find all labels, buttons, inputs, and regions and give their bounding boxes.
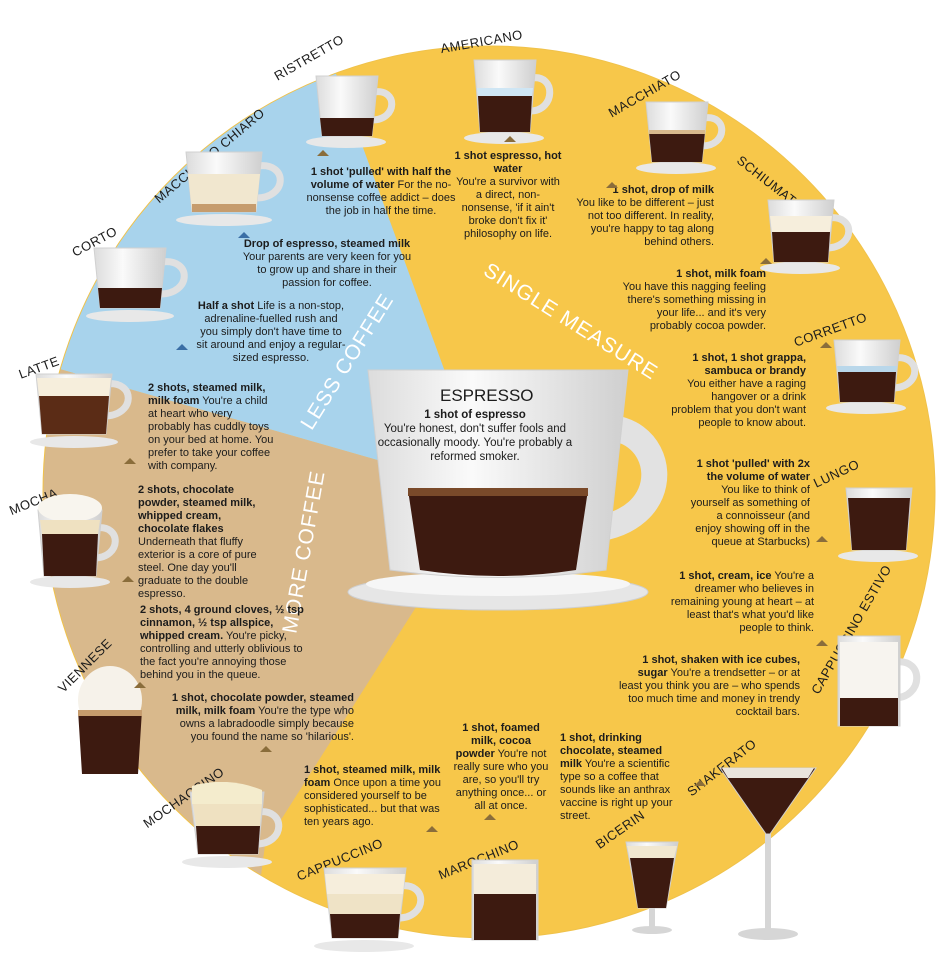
text-mochaccino: You're the type who owns a labradoodle s… <box>179 705 354 743</box>
recipe-macchiato: 1 shot, drop of milk <box>612 184 714 196</box>
americano-cup <box>464 59 554 144</box>
text-lungo: You like to think of yourself as somethi… <box>690 484 810 548</box>
recipe-ristretto: 1 shot 'pulled' with half the volume of … <box>310 166 452 191</box>
recipe-shakerato: 1 shot, shaken with ice cubes, sugar <box>637 654 800 679</box>
text-schiumato: You have this nagging feeling there's so… <box>622 281 766 332</box>
text-viennese: You're picky, controlling and utterly ob… <box>140 630 303 681</box>
recipe-corto: Half a shot <box>197 300 255 312</box>
recipe-lungo: 1 shot 'pulled' with 2x the volume of wa… <box>696 458 810 483</box>
marochino-glass <box>471 859 539 941</box>
desc-marochino: 1 shot, foamed milk, cocoa powder You're… <box>452 722 550 813</box>
mochaccino-cup <box>182 782 283 868</box>
text-mocha: Underneath that fluffy exterior is a cor… <box>138 536 257 600</box>
desc-latte: 2 shots, steamed milk, milk foam You're … <box>148 382 276 473</box>
text-corretto: You either have a raging hangover or a d… <box>671 378 806 429</box>
recipe-corretto: 1 shot, 1 shot grappa, sambuca or brandy <box>692 352 806 377</box>
latte-cup <box>30 373 132 448</box>
schiumato-cup <box>760 199 853 274</box>
desc-viennese: 2 shots, 4 ground cloves, ½ tsp cinnamon… <box>140 604 306 682</box>
viennese-glass <box>78 666 142 774</box>
desc-bicerin: 1 shot, drinking chocolate, steamed milk… <box>560 732 684 823</box>
recipe-cappuccino-estivo: 1 shot, cream, ice <box>679 570 772 582</box>
desc-cappuccino-estivo: 1 shot, cream, ice You're a dreamer who … <box>664 570 814 635</box>
desc-corto: Half a shot Life is a non-stop, adrenali… <box>196 300 346 365</box>
espresso-cup-illustration <box>347 369 668 611</box>
desc-mocha: 2 shots, chocolate powder, steamed milk,… <box>138 484 274 601</box>
recipe-cappuccino: 1 shot, steamed milk, milk foam <box>304 764 441 789</box>
recipe-americano: 1 shot espresso, hot water <box>454 150 562 175</box>
text-ristretto: For the no-nonsense coffee addict – does… <box>306 179 456 217</box>
cappuccino-cup <box>314 867 425 952</box>
recipe-viennese: 2 shots, 4 ground cloves, ½ tsp cinnamon… <box>140 604 304 642</box>
text-marochino: You're not really sure who you are, so y… <box>453 748 549 812</box>
text-macchiato: You like to be different – just not too … <box>576 197 714 248</box>
text-bicerin: You're a scientific type so a coffee tha… <box>560 758 673 822</box>
recipe-mocha: 2 shots, chocolate powder, steamed milk,… <box>138 484 256 535</box>
shakerato-glass <box>719 767 817 940</box>
macchiato-cup <box>636 101 726 174</box>
recipe-mochaccino: 1 shot, chocolate powder, steamed milk, … <box>171 692 354 717</box>
recipe-schiumato: 1 shot, milk foam <box>676 268 766 280</box>
text-cappuccino: Once upon a time you considered yourself… <box>304 777 441 828</box>
desc-shakerato: 1 shot, shaken with ice cubes, sugar You… <box>612 654 800 719</box>
recipe-marochino: 1 shot, foamed milk, cocoa powder <box>455 722 540 760</box>
text-latte: You're a child at heart who very probabl… <box>148 395 274 472</box>
lungo-cup <box>838 487 918 562</box>
text-cappuccino-estivo: You're a dreamer who believes in remaini… <box>670 570 814 634</box>
text-shakerato: You're a trendsetter – or at least you t… <box>618 667 800 718</box>
desc-ristretto: 1 shot 'pulled' with half the volume of … <box>306 166 456 218</box>
text-macchiato-chiaro: Your parents are very keen for you to gr… <box>242 251 412 289</box>
corto-cup <box>86 247 188 322</box>
desc-cappuccino: 1 shot, steamed milk, milk foam Once upo… <box>304 764 454 829</box>
corretto-cup <box>826 339 919 414</box>
text-americano: You're a survivor with a direct, non-non… <box>456 176 560 240</box>
ristretto-cup <box>306 75 396 148</box>
espresso-description: 1 shot of espresso You're honest, don't … <box>375 408 575 464</box>
espresso-desc: You're honest, don't suffer fools and oc… <box>377 423 573 463</box>
desc-mochaccino: 1 shot, chocolate powder, steamed milk, … <box>168 692 354 744</box>
bicerin-glass <box>625 841 679 934</box>
espresso-title: ESPRESSO <box>440 386 534 405</box>
recipe-bicerin: 1 shot, drinking chocolate, steamed milk <box>560 732 663 770</box>
cappuccino-estivo-glass <box>837 635 921 727</box>
text-corto: Life is a non-stop, adrenaline-fuelled r… <box>196 300 346 364</box>
desc-lungo: 1 shot 'pulled' with 2x the volume of wa… <box>690 458 810 549</box>
espresso-recipe: 1 shot of espresso <box>424 409 526 421</box>
recipe-latte: 2 shots, steamed milk, milk foam <box>148 382 266 407</box>
macchiato-chiaro-cup <box>176 151 284 226</box>
recipe-macchiato-chiaro: Drop of espresso, steamed milk <box>243 238 411 250</box>
mocha-cup <box>30 494 119 588</box>
desc-corretto: 1 shot, 1 shot grappa, sambuca or brandy… <box>670 352 806 430</box>
